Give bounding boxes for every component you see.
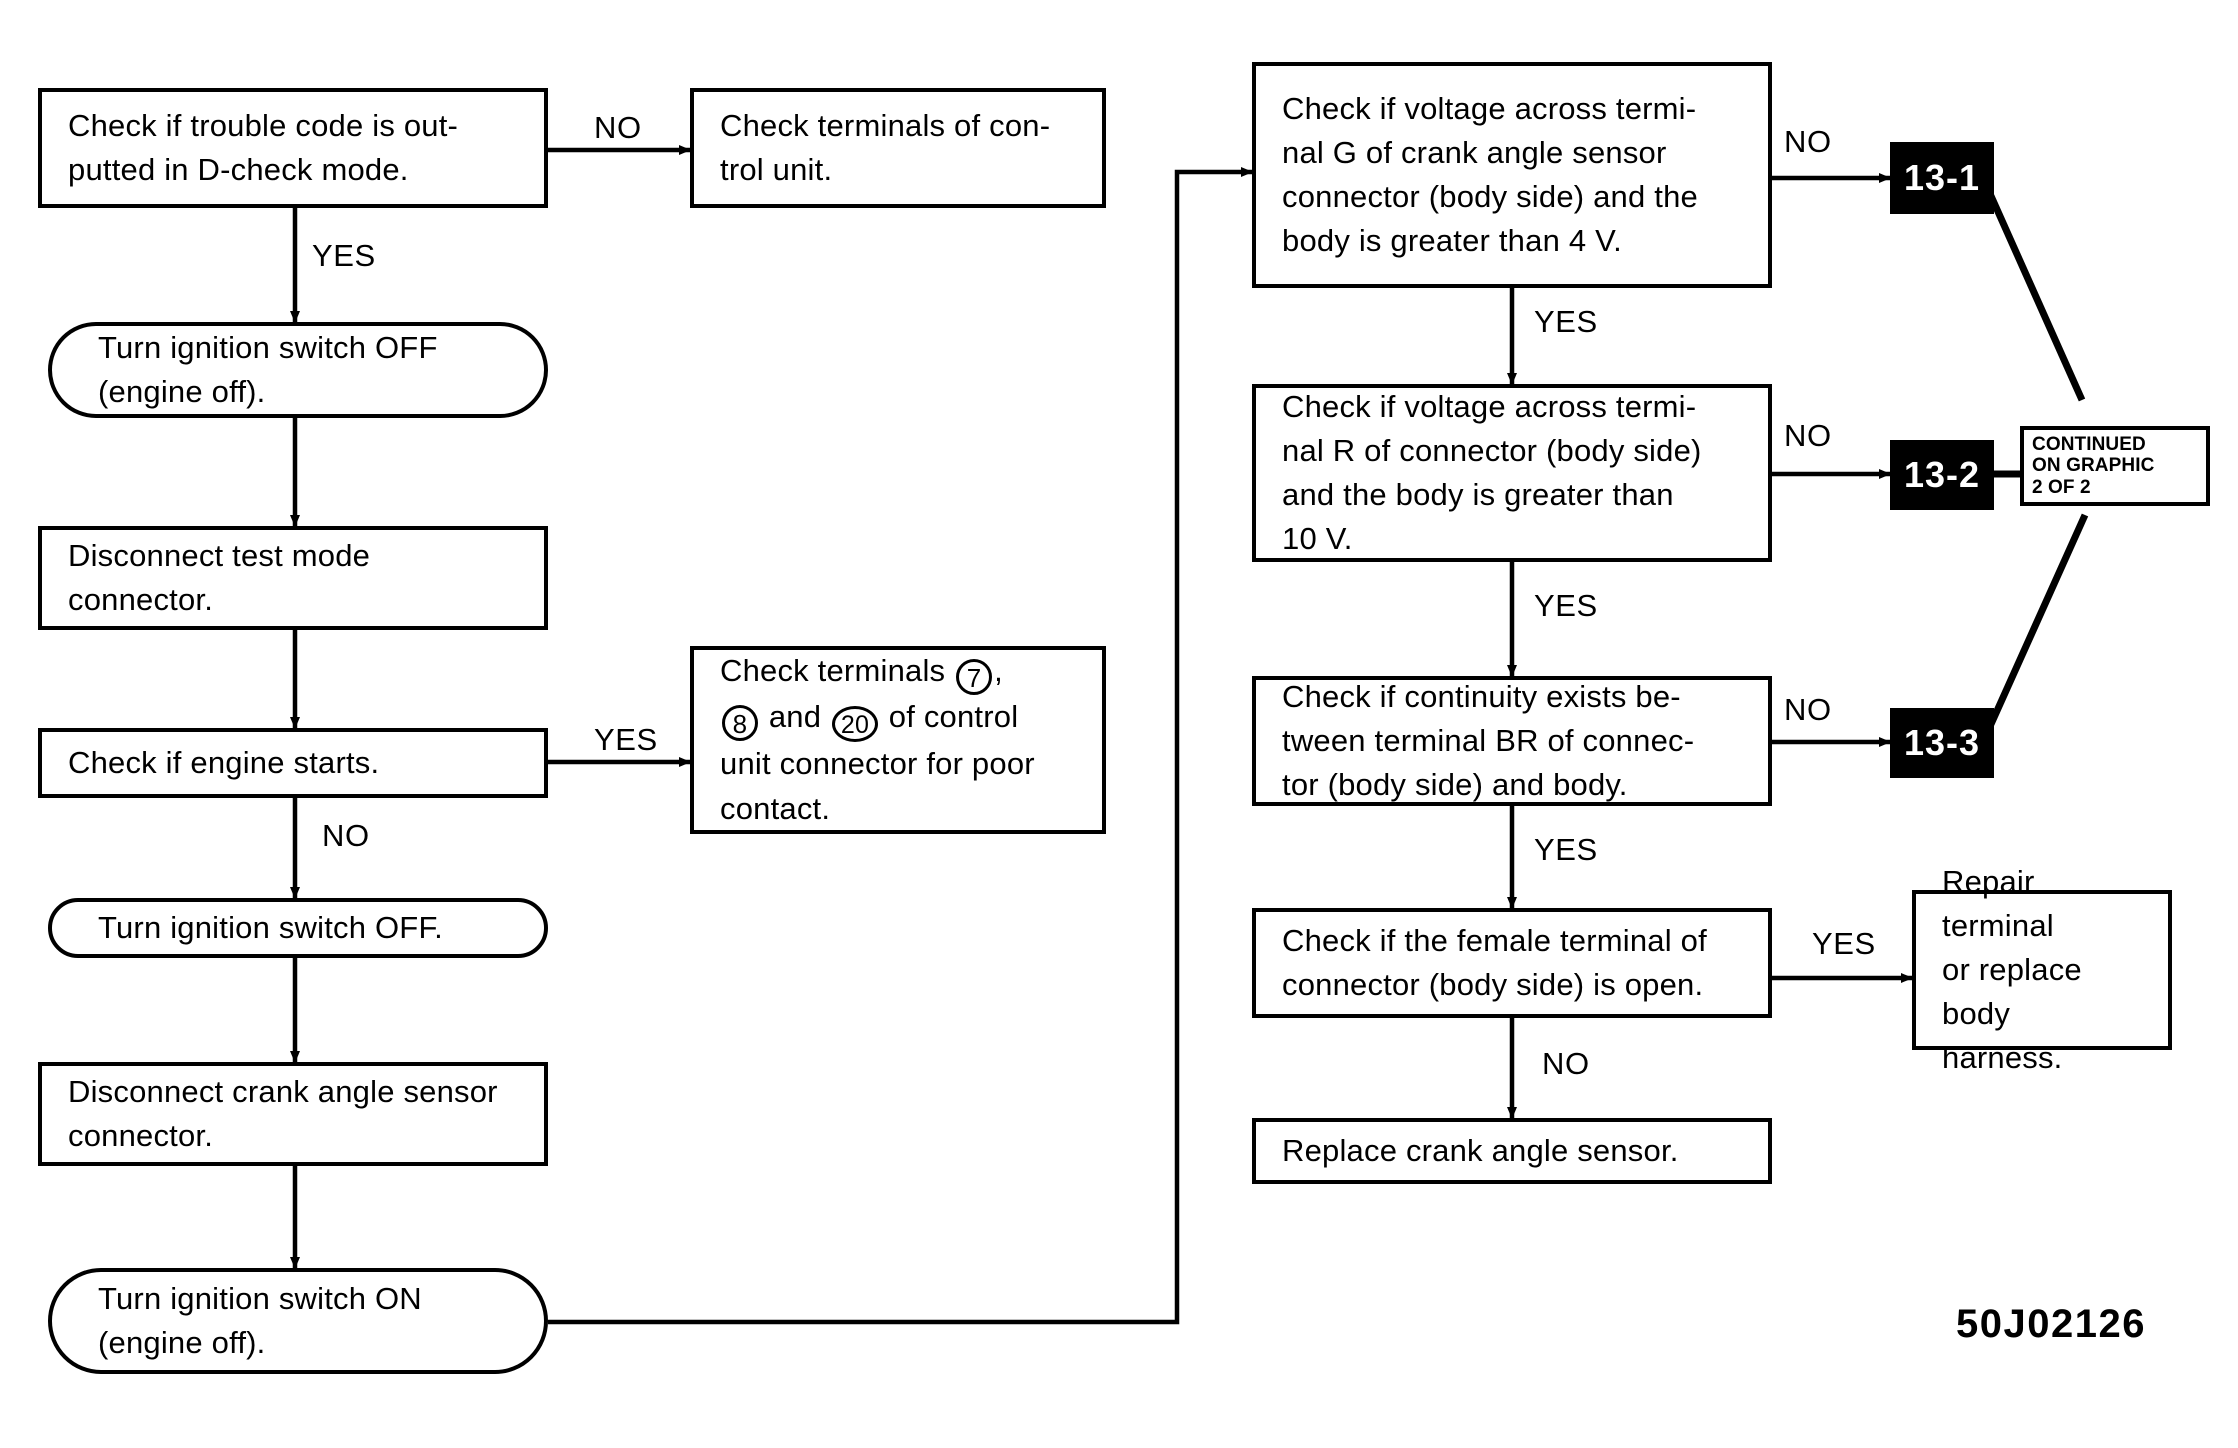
node-turn-ignition-on-engine-off-text: Turn ignition switch ON (engine off). (98, 1280, 422, 1360)
edge-label-no-voltage-g: NO (1784, 124, 1832, 159)
node-check-voltage-terminal-g-text: Check if voltage across termi- nal G of … (1282, 90, 1698, 259)
node-check-terminals-control-unit-text: Check terminals of con- trol unit. (720, 107, 1051, 187)
node-repair-terminal-replace-harness-text: Repair terminal or replace body harness. (1942, 863, 2082, 1076)
circled-number-8: 8 (722, 705, 758, 742)
node-disconnect-crank-angle-sensor-text: Disconnect crank angle sensor connector. (68, 1073, 498, 1153)
edge-label-no-voltage-r: NO (1784, 418, 1832, 453)
edge-label-no-trouble-code: NO (594, 110, 642, 145)
node-check-female-terminal-open-text: Check if the female terminal of connecto… (1282, 922, 1707, 1002)
edge-label-no-engine-starts: NO (322, 818, 370, 853)
edge-label-no-continuity-br: NO (1784, 692, 1832, 727)
poor-contact-prefix: Check terminals (720, 653, 955, 689)
node-check-engine-starts[interactable]: Check if engine starts. (38, 728, 548, 798)
continued-on-graphic-box[interactable]: CONTINUED ON GRAPHIC 2 OF 2 (2020, 426, 2210, 506)
node-turn-ignition-off-engine-off-text: Turn ignition switch OFF (engine off). (98, 329, 438, 409)
edge-label-yes-engine-starts: YES (594, 722, 658, 757)
node-replace-crank-angle-sensor[interactable]: Replace crank angle sensor. (1252, 1118, 1772, 1184)
node-disconnect-crank-angle-sensor[interactable]: Disconnect crank angle sensor connector. (38, 1062, 548, 1166)
badge-13-3-label: 13-3 (1903, 722, 1981, 763)
poor-contact-suffix: of control unit connector for poor conta… (720, 699, 1035, 826)
badge-13-1[interactable]: 13-1 (1890, 142, 1994, 214)
node-repair-terminal-replace-harness[interactable]: Repair terminal or replace body harness. (1912, 864, 2172, 1075)
figure-code: 50J02126 (1956, 1302, 2146, 1346)
node-check-continuity-terminal-br-text: Check if continuity exists be- tween ter… (1282, 678, 1695, 803)
edge-label-yes-trouble-code: YES (312, 238, 376, 273)
node-check-terminals-poor-contact[interactable]: Check terminals 7, 8 and 20 of control un… (690, 646, 1106, 834)
edge-label-no-female-terminal: NO (1542, 1046, 1590, 1081)
node-check-terminals-poor-contact-text: Check terminals 7, 8 and 20 of control un… (694, 649, 1061, 830)
circled-number-7: 7 (956, 659, 993, 696)
continued-on-graphic-text: CONTINUED ON GRAPHIC 2 OF 2 (2032, 434, 2155, 498)
edge-badge1-continued (1979, 176, 2086, 402)
edge-label-yes-voltage-g: YES (1534, 304, 1598, 339)
node-turn-ignition-on-engine-off[interactable]: Turn ignition switch ON (engine off). (48, 1268, 548, 1374)
node-turn-ignition-off-text: Turn ignition switch OFF. (98, 909, 443, 945)
badge-13-2-label: 13-2 (1903, 454, 1981, 495)
node-check-trouble-code[interactable]: Check if trouble code is out- putted in … (38, 88, 548, 208)
badge-13-1-label: 13-1 (1903, 157, 1981, 198)
edge-label-yes-continuity-br: YES (1534, 832, 1598, 867)
node-disconnect-test-mode-connector[interactable]: Disconnect test mode connector. (38, 526, 548, 630)
node-disconnect-test-mode-connector-text: Disconnect test mode connector. (68, 537, 371, 617)
node-check-voltage-terminal-r-text: Check if voltage across termi- nal R of … (1282, 388, 1702, 557)
node-turn-ignition-off[interactable]: Turn ignition switch OFF. (48, 898, 548, 958)
node-check-voltage-terminal-g[interactable]: Check if voltage across termi- nal G of … (1252, 62, 1772, 288)
badge-13-3[interactable]: 13-3 (1890, 708, 1994, 778)
node-check-female-terminal-open[interactable]: Check if the female terminal of connecto… (1252, 908, 1772, 1018)
node-turn-ignition-off-engine-off[interactable]: Turn ignition switch OFF (engine off). (48, 322, 548, 418)
node-check-trouble-code-text: Check if trouble code is out- putted in … (68, 107, 459, 187)
node-check-continuity-terminal-br[interactable]: Check if continuity exists be- tween ter… (1252, 676, 1772, 806)
node-check-voltage-terminal-r[interactable]: Check if voltage across termi- nal R of … (1252, 384, 1772, 562)
node-check-terminals-control-unit[interactable]: Check terminals of con- trol unit. (690, 88, 1106, 208)
circled-number-20: 20 (831, 706, 878, 743)
edge-badge3-continued (1979, 513, 2089, 744)
badge-13-2[interactable]: 13-2 (1890, 440, 1994, 510)
edge-label-yes-female-terminal: YES (1812, 926, 1876, 961)
node-check-engine-starts-text: Check if engine starts. (68, 744, 380, 780)
node-replace-crank-angle-sensor-text: Replace crank angle sensor. (1282, 1132, 1679, 1168)
poor-contact-mid2: and (760, 699, 830, 735)
poor-contact-mid1: , (994, 653, 1003, 689)
edge-label-yes-voltage-r: YES (1534, 588, 1598, 623)
